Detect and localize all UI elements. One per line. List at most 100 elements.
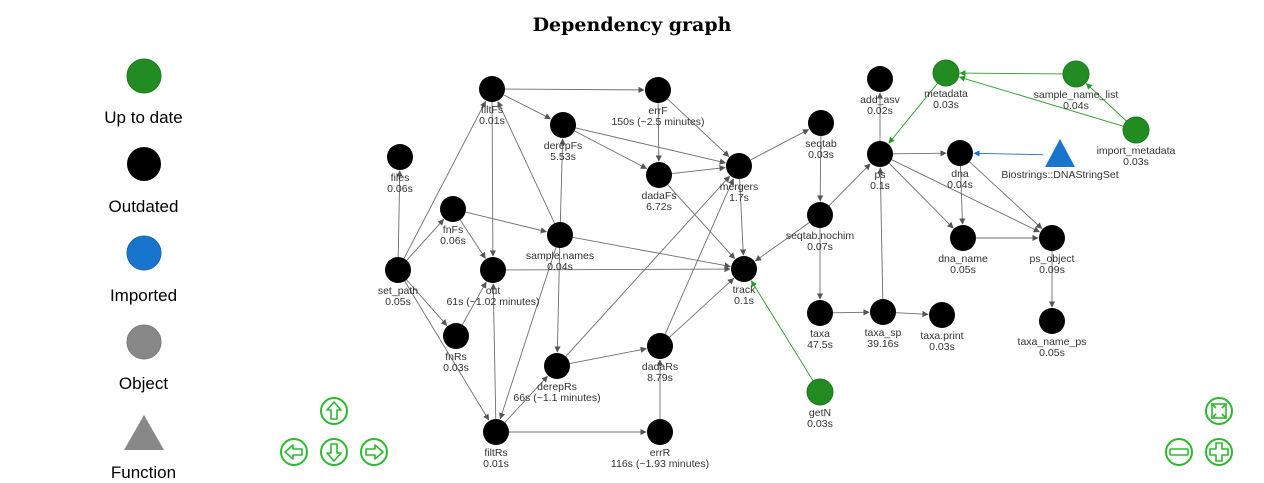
node-derepfs-label: derepFs [544,140,583,152]
move-up-button[interactable] [320,397,348,425]
legend: Up to date Outdated Imported Object Func… [0,0,290,482]
node-fnfs-time: 0.06s [440,235,466,247]
move-left-button[interactable] [280,438,308,466]
edge-layer [396,70,1127,436]
node-seqtab-nochim-time: 0.07s [807,241,833,253]
node-sample-name-list-time: 0.04s [1063,100,1089,112]
edge-mergers-to-track [739,178,747,256]
node-ps[interactable]: ps0.1s [867,141,893,192]
node-taxa-sp-shape [870,299,896,325]
node-dna-shape [947,140,973,166]
node-fnfs-shape [440,196,466,222]
node-biostrings-dnastringset[interactable]: Biostrings::DNAStringSet [1001,139,1119,181]
edge-derepRs-to-mergers [565,175,731,357]
edge-filtFs-to-out [489,101,497,257]
node-seqtab-label: seqtab [805,138,837,150]
legend-shapes [124,58,164,450]
node-dadafs-time: 6.72s [646,201,672,213]
node-getn-label: getN [809,407,831,419]
node-add-asv-label: add_asv [860,94,900,106]
node-taxa-name-ps-shape [1039,308,1065,334]
edge-seqtab-nochim-to-ps [828,163,871,207]
zoom-extends-button[interactable] [1205,397,1233,425]
legend-up-to-date-label: Up to date [104,108,183,127]
node-filtrs-time: 0.01s [483,458,509,470]
edge-filtRs-to-derepRs [504,375,548,423]
node-metadata-time: 0.03s [933,99,959,111]
node-ps-object-shape [1039,225,1065,251]
node-files-label: files [391,172,410,184]
legend-function-triangle [124,415,164,450]
zoom-in-button[interactable] [1205,438,1233,466]
arrow-up-icon [326,401,342,420]
edge-dna-to-dna-name [959,165,966,225]
node-add-asv-time: 0.02s [867,105,893,117]
node-filtfs-time: 0.01s [479,115,505,127]
node-getn-time: 0.03s [807,418,833,430]
node-errr-shape [647,419,673,445]
edge-seqtab-nochim-to-track [754,222,810,262]
node-dna-name-shape [950,225,976,251]
graph-title: Dependency graph [532,14,732,36]
zoom-out-button[interactable] [1165,438,1193,466]
node-taxa-name-ps[interactable]: taxa_name_ps0.05s [1018,308,1087,359]
node-dadars-time: 8.79s [647,372,673,384]
edge-set-path-to-fnRs [406,279,448,326]
node-dereprs-shape [544,353,570,379]
edge-dna-to-ps-object [969,161,1043,229]
edge-fnRs-to-out [461,281,487,325]
node-taxa-sp-label: taxa_sp [865,327,902,339]
node-filtfs-shape [479,76,505,102]
move-right-button[interactable] [360,438,388,466]
node-ps-shape [867,141,893,167]
node-taxa-print-shape [929,302,955,328]
node-errf-label: errF [648,105,667,117]
node-fnrs-shape [443,323,469,349]
edge-ps-to-dna [892,150,947,157]
node-taxa-print-label: taxa.print [920,330,963,342]
node-biostrings-dnastringset-label: Biostrings::DNAStringSet [1001,169,1118,181]
edge-taxa-to-taxa-sp [832,309,870,316]
node-set-path-label: set_path [378,285,418,297]
edge-Biostrings-DNAStringSet-to-dna [973,150,1044,157]
edge-import-metadata-to-metadata [958,75,1124,127]
edge-filtRs-to-out [490,283,497,420]
node-track-shape [731,256,757,282]
node-filtfs-label: filtFs [481,104,503,116]
node-fnfs-label: fnFs [443,224,463,236]
move-down-button[interactable] [320,438,348,466]
node-errr-label: errR [650,447,671,459]
legend-imported-circle [126,235,162,271]
